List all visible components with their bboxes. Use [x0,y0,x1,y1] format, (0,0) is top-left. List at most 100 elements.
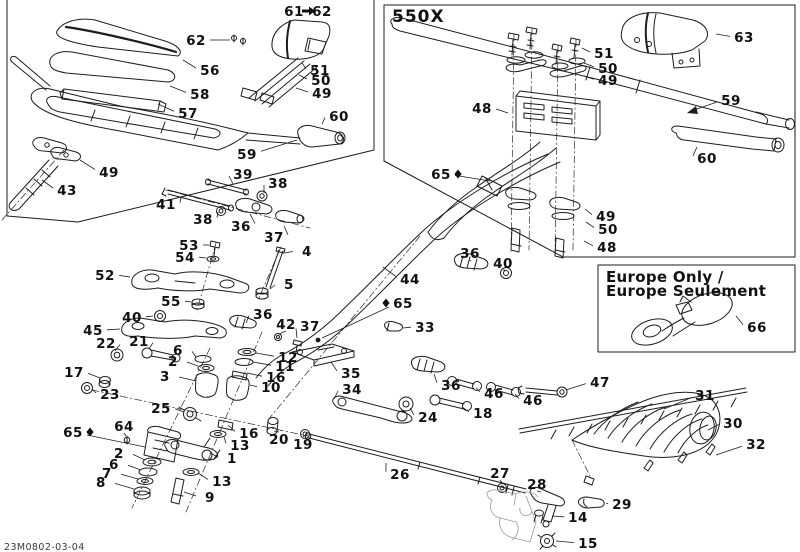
arrowhead-59 [687,106,698,114]
leader-line-66 [735,315,744,326]
rod-end-36a [235,197,273,215]
washer-54 [206,255,220,263]
leader-line-58 [169,85,187,93]
leader-line-8 [114,483,135,490]
handlebar-59-left [10,56,301,151]
callout-37: 37 [300,319,320,335]
callout-40: 40 [122,310,142,326]
leader-line-6 [191,351,197,358]
europe-box-border [597,264,796,353]
leader-line-5 [269,284,276,290]
stem-clamps-lower-48-49-50 [505,186,581,259]
callout-2: 2 [168,354,178,370]
callout-16: 16 [239,426,259,442]
grip-60-550x [671,125,785,153]
washer-24 [398,396,414,412]
tie-rod-41 [161,187,234,212]
callout-13: 13 [230,438,250,454]
leader-line-21 [148,342,154,350]
callout-49: 49 [99,165,119,181]
leader-line-48 [495,108,509,114]
callout-46: 46 [484,386,504,402]
leader-line-34 [333,390,339,400]
callout-39: 39 [233,167,253,183]
leader-line-14 [551,515,565,518]
callout-65: 65 [63,425,83,441]
grip-cover-screws-62 [231,34,246,46]
leader-line-2 [132,454,146,461]
leader-line-32 [715,445,743,456]
riser-screws-washers [505,26,587,78]
panel-outlines [6,0,796,353]
callout-38: 38 [193,212,213,228]
callout-36: 36 [441,378,461,394]
leader-line-9 [183,491,197,497]
leader-line-15 [555,540,575,543]
ski-leg-sketch [486,489,539,543]
callout-36: 36 [460,246,480,262]
ski-leg-boot-30 [571,391,721,458]
coupler-36c [453,253,489,271]
leader-line-65 [86,434,146,448]
leader-line-41 [179,196,182,203]
leader-line-35 [330,361,338,372]
callout-9: 9 [205,490,215,506]
leader-line-13 [197,472,209,480]
callout-13: 13 [212,474,232,490]
nut-38b [216,206,226,216]
screw-42 [274,333,282,341]
callout-41: 41 [156,197,176,213]
leader-line-29 [605,502,609,505]
callout-57: 57 [178,106,198,122]
steering-stem-550x [427,141,557,241]
leader-line-31 [663,397,692,410]
leader-line-36 [245,315,250,324]
callout-46: 46 [523,393,543,409]
leader-line-3 [178,376,197,382]
support-plate-35 [291,343,355,367]
callout-25: 25 [151,401,171,417]
callout-50: 50 [598,61,618,77]
leader-line-36 [469,259,472,262]
callout-26: 26 [390,467,410,483]
callout-5: 5 [284,277,294,293]
callout-6: 6 [173,343,183,359]
leader-line-4 [284,251,294,254]
left-panel-artwork [1,18,346,221]
bolt-37b [292,339,303,354]
callout-64: 64 [114,419,134,435]
steering-shaft-43 [8,159,59,211]
handlebar-pad-cover-56 [56,18,181,57]
callout-7: 7 [102,466,112,482]
callout-47: 47 [590,375,610,391]
lower-stack-2-6-7-8-13-9-16 [133,419,234,505]
leader-line-30 [707,424,720,431]
callout-51: 51 [310,63,330,79]
callout-22: 22 [96,336,116,352]
drawing-code: 23M0802-03-04 [4,542,85,552]
leader-line-56 [182,59,197,69]
straps-51-50-49 [240,57,318,108]
leader-line-49 [295,87,309,93]
leader-line-18 [461,406,470,413]
washer-40b [154,310,166,322]
callout-34: 34 [342,382,362,398]
callout-36: 36 [253,307,273,323]
callout-17: 17 [64,365,84,381]
callout-27: 27 [490,466,510,482]
tie-rod-end-28 [529,487,565,528]
leader-line-49 [584,208,593,215]
leader-line-40 [145,315,154,318]
bolt-17 [98,376,111,388]
callout-48: 48 [472,101,492,117]
leader-line-46 [514,393,520,400]
callout-20: 20 [269,432,289,448]
callout-62-top: 62 [312,4,332,20]
callout-50: 50 [311,73,331,89]
callout-53: 53 [179,238,199,254]
callout-16: 16 [266,370,286,386]
leader-line-47 [565,383,587,391]
callout-12: 12 [278,350,298,366]
callout-51: 51 [594,46,614,62]
leader-line-23 [91,388,97,394]
